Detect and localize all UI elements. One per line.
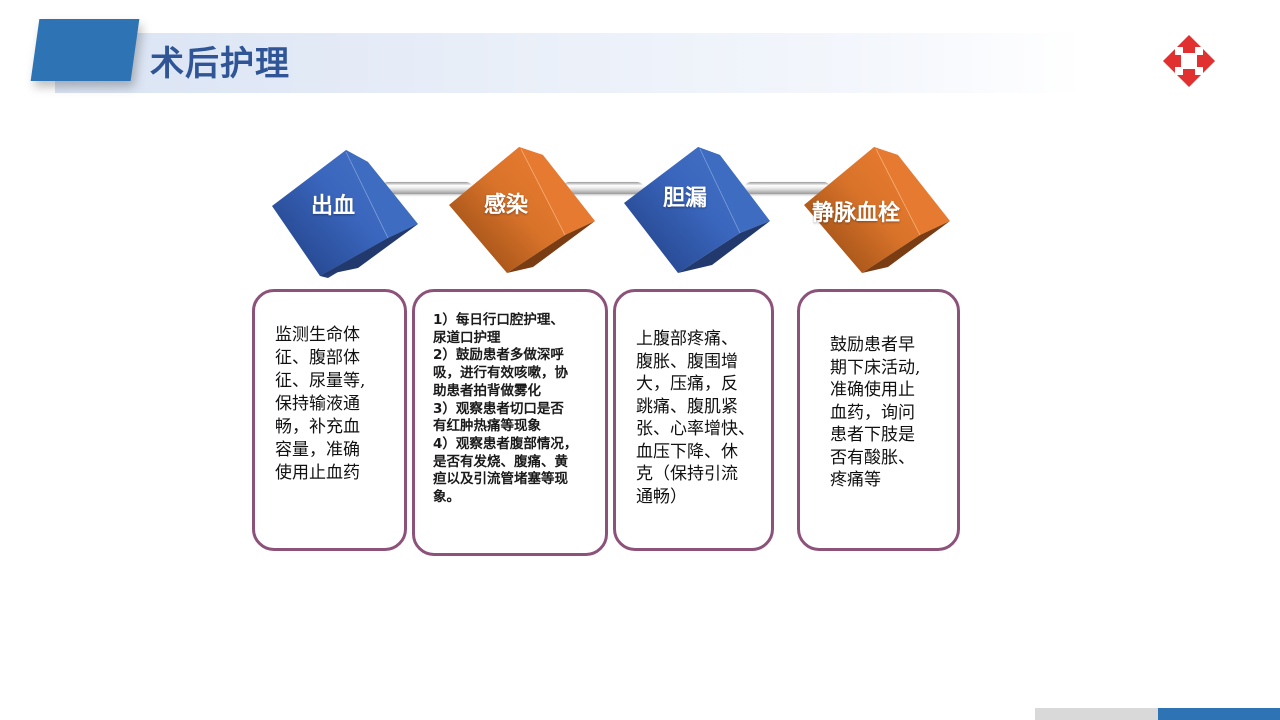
card-text: 1）每日行口腔护理、 尿道口护理 2）鼓励患者多做深呼 吸，进行有效咳嗽，协 助… [433, 312, 578, 506]
cube-label: 出血 [311, 193, 356, 219]
cube-label: 胆漏 [663, 185, 708, 211]
cube-bleeding: 出血 [268, 150, 428, 290]
red-medical-cross-icon [1161, 33, 1217, 89]
footer-bar-gray [1035, 708, 1158, 720]
page-title: 术后护理 [150, 44, 290, 84]
card-text: 监测生命体 征、腹部体 征、尿量等, 保持输液通 畅，补充血 容量，准确 使用止… [275, 325, 366, 483]
connector-bar-3 [745, 182, 830, 194]
cube-label: 感染 [484, 192, 529, 218]
card-text: 上腹部疼痛、 腹胀、腹围增 大，压痛，反 跳痛、腹肌紧 张、心率增快、 血压下降… [636, 329, 755, 507]
cube-bile-leak: 胆漏 [620, 145, 780, 285]
connector-bar-1 [382, 182, 472, 194]
cube-venous-thrombosis: 静脉血栓 [802, 145, 962, 285]
card-bleeding: 监测生命体 征、腹部体 征、尿量等, 保持输液通 畅，补充血 容量，准确 使用止… [252, 289, 407, 551]
card-infection: 1）每日行口腔护理、 尿道口护理 2）鼓励患者多做深呼 吸，进行有效咳嗽，协 助… [412, 289, 608, 556]
title-band [55, 33, 1085, 93]
cube-label: 静脉血栓 [812, 200, 901, 226]
card-venous-thrombosis: 鼓励患者早 期下床活动, 准确使用止 血药，询问 患者下肢是 否有酸胀、 疼痛等 [797, 289, 960, 551]
cube-infection: 感染 [447, 145, 607, 285]
card-bile-leak: 上腹部疼痛、 腹胀、腹围增 大，压痛，反 跳痛、腹肌紧 张、心率增快、 血压下降… [613, 289, 774, 551]
card-text: 鼓励患者早 期下床活动, 准确使用止 血药，询问 患者下肢是 否有酸胀、 疼痛等 [830, 335, 921, 490]
connector-bar-2 [563, 182, 643, 194]
footer-bar-blue [1158, 708, 1280, 720]
title-accent-block [30, 19, 140, 81]
